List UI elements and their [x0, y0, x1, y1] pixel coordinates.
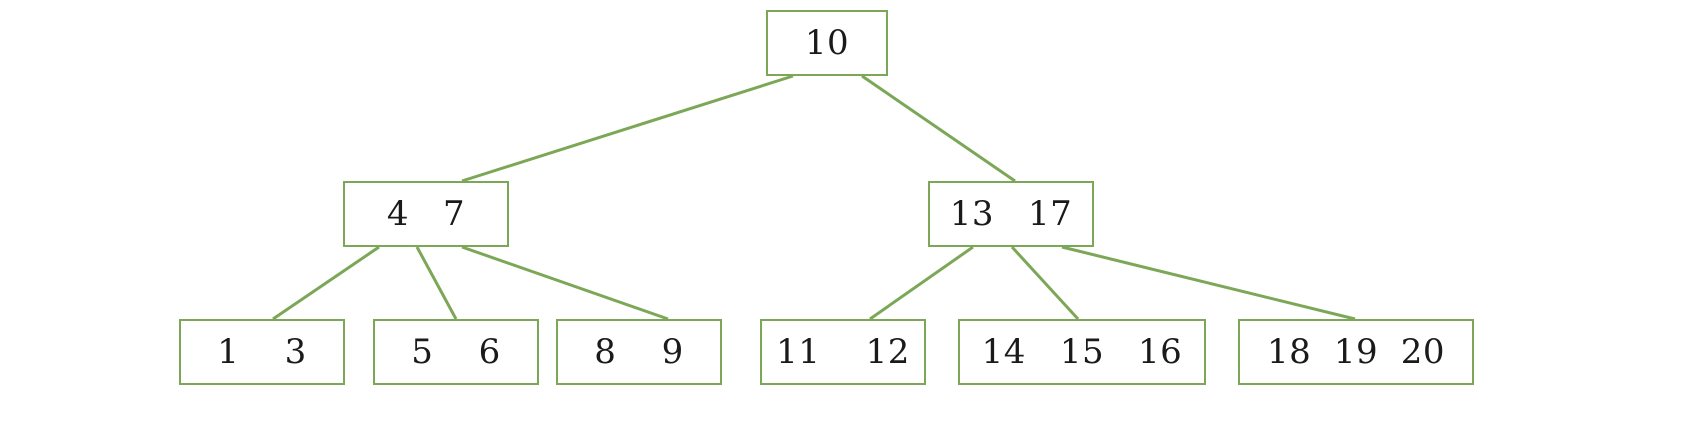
tree-node-leaf-4[interactable]: 11 12 — [760, 319, 926, 385]
tree-edge — [1010, 245, 1080, 321]
tree-node-internal-right[interactable]: 13 17 — [928, 181, 1094, 247]
tree-node-keys: 10 — [804, 23, 850, 63]
tree-node-internal-left[interactable]: 4 7 — [343, 181, 509, 247]
tree-node-keys: 4 7 — [386, 194, 466, 234]
tree-node-leaf-3[interactable]: 8 9 — [556, 319, 722, 385]
tree-edge — [272, 245, 380, 321]
tree-edge — [461, 245, 669, 321]
tree-node-keys: 1 3 — [217, 332, 307, 372]
tree-node-keys: 14 15 16 — [981, 332, 1183, 372]
tree-node-keys: 8 9 — [594, 332, 684, 372]
tree-edge — [869, 245, 974, 321]
tree-node-leaf-5[interactable]: 14 15 16 — [958, 319, 1206, 385]
tree-edge — [461, 74, 794, 183]
tree-edge — [1061, 245, 1356, 321]
tree-node-keys: 18 19 20 — [1266, 332, 1446, 372]
tree-node-keys: 5 6 — [411, 332, 501, 372]
tree-edge — [415, 246, 458, 320]
tree-node-leaf-6[interactable]: 18 19 20 — [1238, 319, 1474, 385]
tree-node-keys: 13 17 — [949, 194, 1073, 234]
tree-node-root[interactable]: 10 — [766, 10, 888, 76]
edges-group — [272, 74, 1356, 321]
tree-node-leaf-2[interactable]: 5 6 — [373, 319, 539, 385]
tree-node-leaf-1[interactable]: 1 3 — [179, 319, 345, 385]
tree-node-keys: 11 12 — [776, 332, 910, 372]
tree-edge — [861, 74, 1016, 183]
